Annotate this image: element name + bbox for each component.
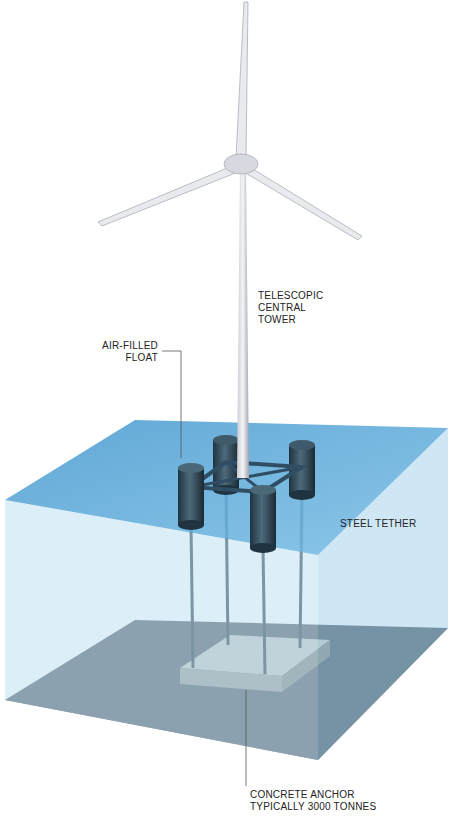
part-label: STEEL TETHER xyxy=(340,518,440,530)
leader-line xyxy=(246,690,247,786)
part-label: AIR-FILLED FLOAT xyxy=(92,340,158,364)
water-surface xyxy=(5,420,448,555)
telescopic-tower xyxy=(237,165,249,478)
leader-line xyxy=(162,351,181,458)
rotor xyxy=(98,2,362,240)
part-label: CONCRETE ANCHOR TYPICALLY 3000 TONNES xyxy=(250,789,380,813)
part-label: TELESCOPIC CENTRAL TOWER xyxy=(258,290,320,326)
